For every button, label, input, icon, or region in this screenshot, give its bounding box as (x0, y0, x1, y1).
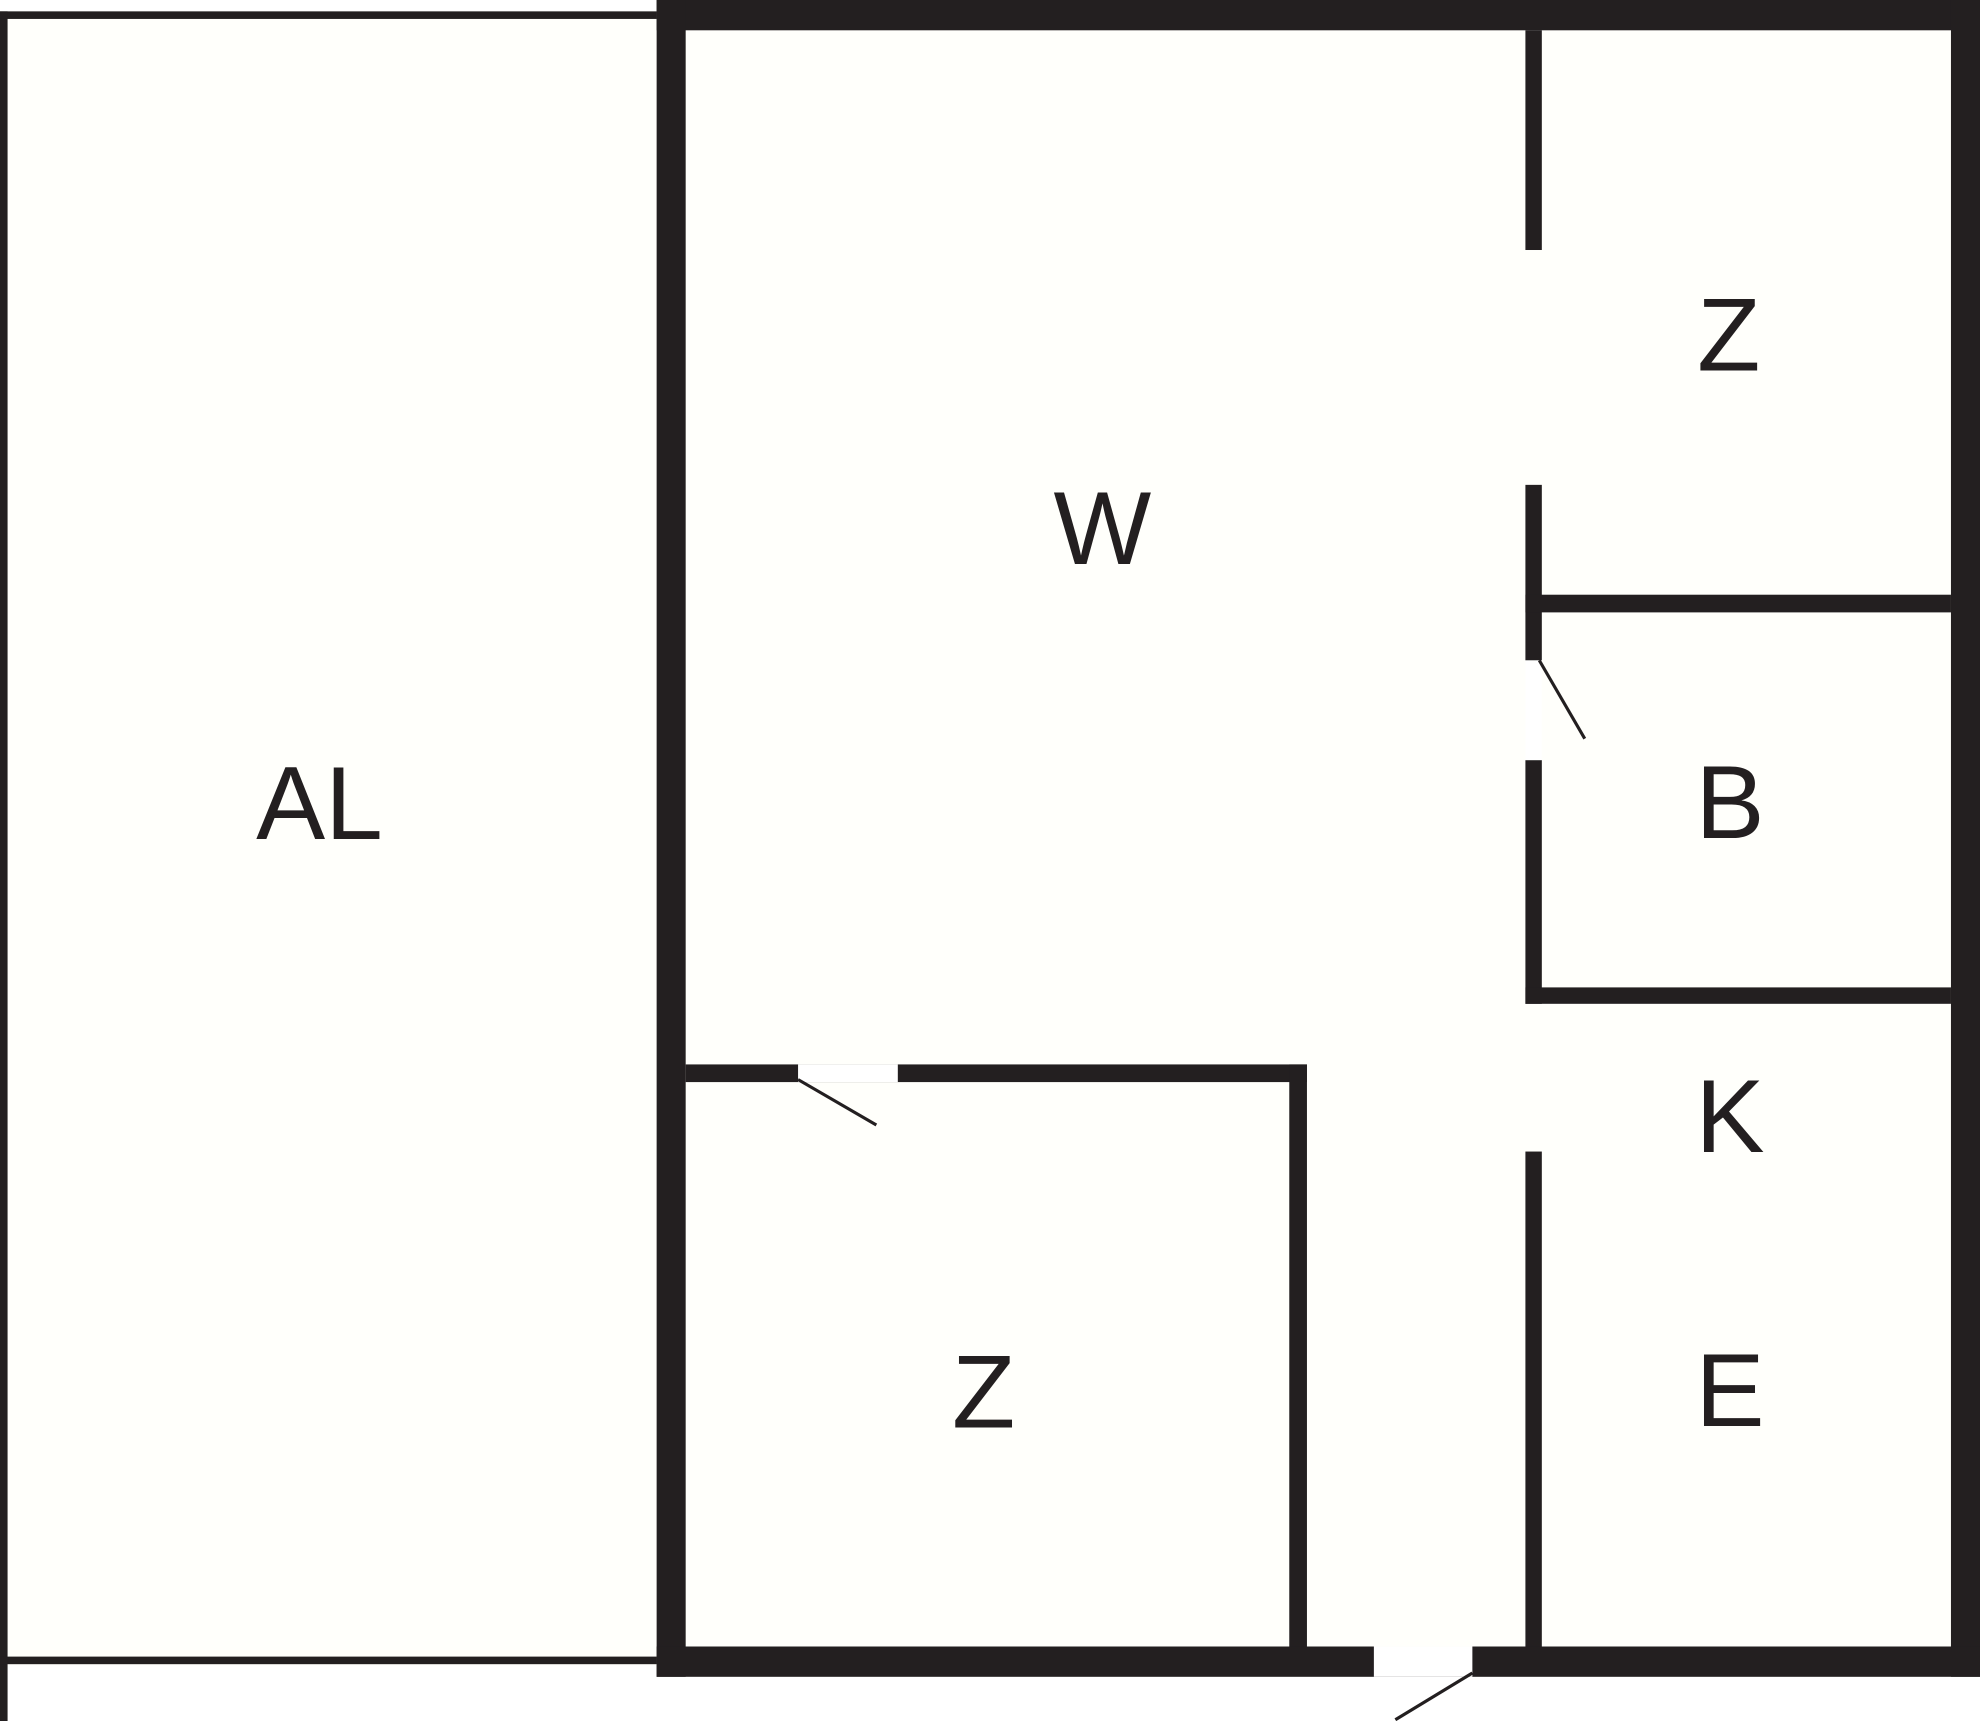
room-label-bathroom: B (1695, 744, 1764, 860)
room-label-kitchen-e: E (1695, 1332, 1764, 1448)
outer-walls (656, 0, 1980, 1677)
room-label-top-right: Z (1697, 277, 1760, 393)
room-label-balcony: AL (256, 745, 383, 861)
room-label-bottom: Z (952, 1333, 1015, 1449)
apartment-floor (656, 0, 1980, 1677)
door-openings (798, 660, 1542, 1677)
door-swings (797, 659, 1587, 1721)
bathroom-door (1537, 659, 1587, 740)
entrance-door (1394, 1671, 1474, 1721)
room-label-kitchen-k: K (1695, 1058, 1764, 1174)
balcony-outline (0, 11, 660, 1721)
room-label-living: W (1054, 470, 1152, 586)
bedroom-door (797, 1078, 878, 1127)
